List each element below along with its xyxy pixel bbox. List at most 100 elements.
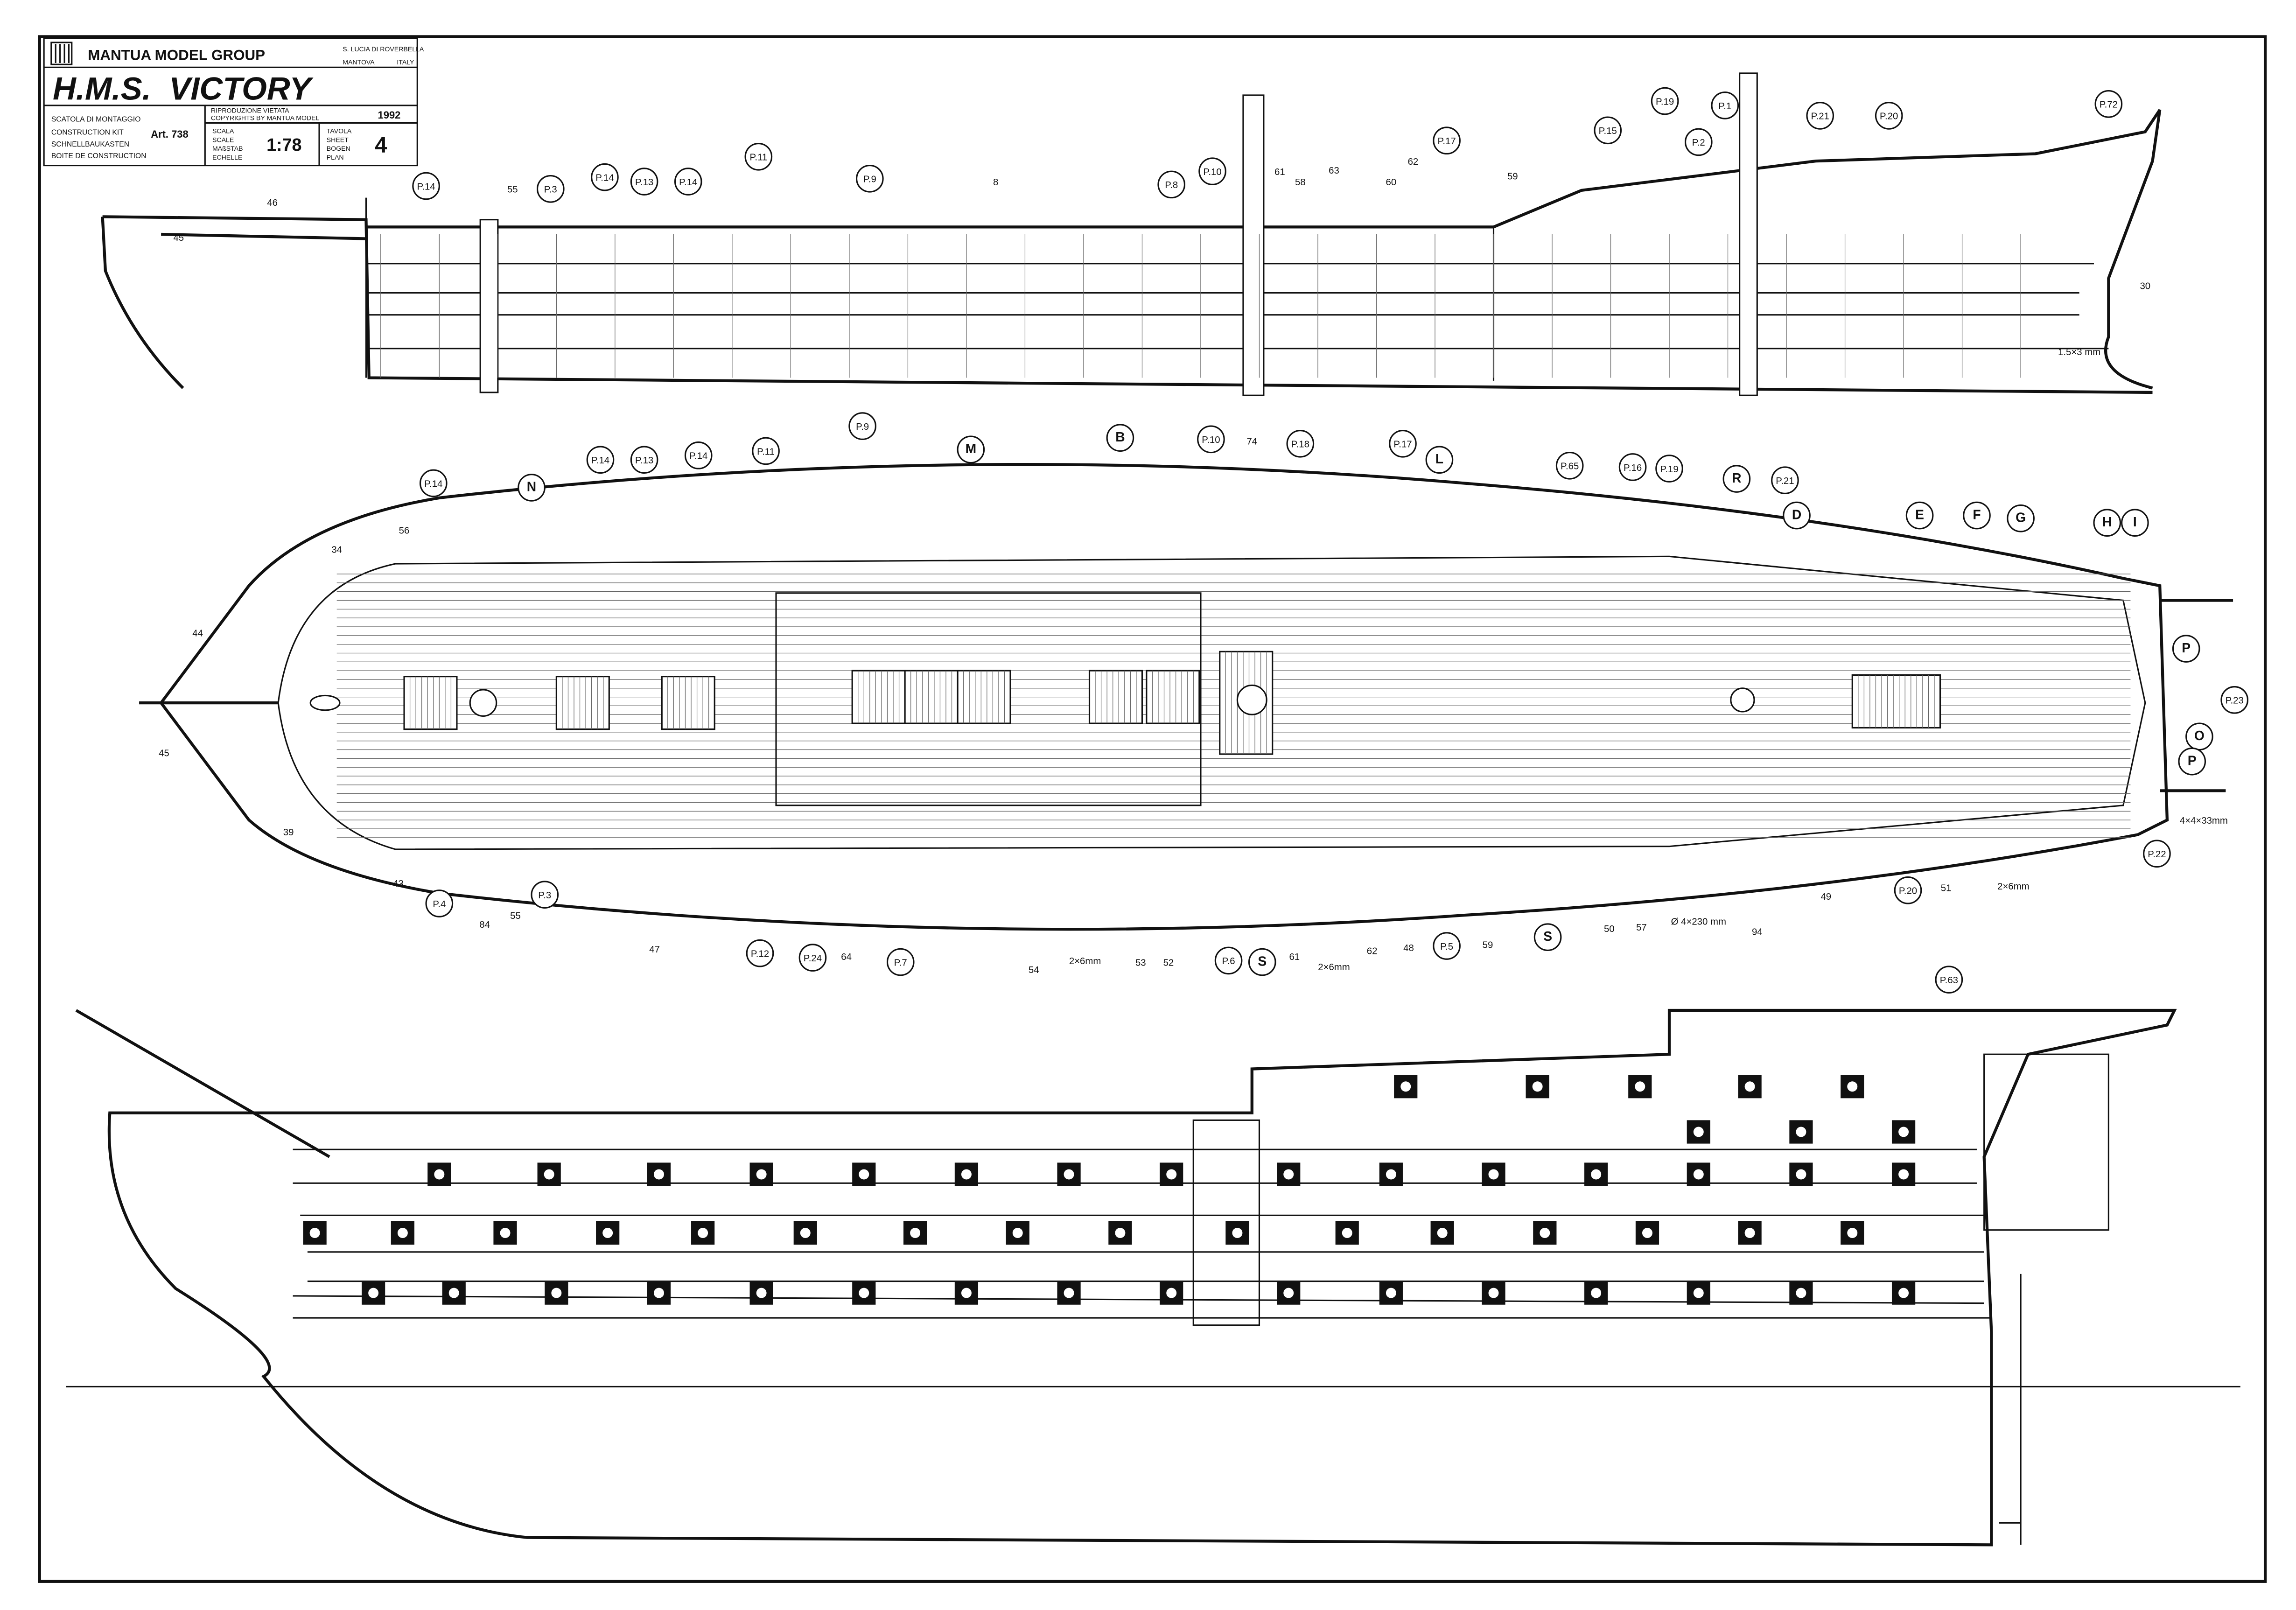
callout-circle	[684, 441, 713, 469]
callout-label: 59	[1507, 171, 1518, 182]
gunport	[427, 1162, 451, 1186]
callout-label: 52	[1163, 958, 1174, 968]
callout-label: P.21	[1776, 476, 1794, 486]
callout-circle	[1651, 87, 1679, 115]
plan-callout: 74	[1246, 436, 1257, 447]
callout-label: P.20	[1880, 112, 1898, 122]
plan-callout: 2×6mm	[1318, 962, 1350, 973]
gunport	[1533, 1221, 1557, 1245]
profile-callout: 8	[993, 177, 998, 188]
plan-callout: 64	[841, 952, 852, 962]
callout-label: I	[2133, 514, 2137, 529]
plan-callout: 43	[393, 879, 404, 889]
plan-callout: 62	[1367, 946, 1378, 956]
callout-label: 63	[1329, 166, 1339, 176]
gunport	[1379, 1162, 1403, 1186]
gunport	[1277, 1162, 1301, 1186]
gunport	[1430, 1221, 1454, 1245]
hatch-grating	[1851, 674, 1941, 729]
callout-label: P	[2188, 753, 2197, 768]
plan-callout: P.3	[531, 881, 559, 909]
profile-callout: 59	[1507, 171, 1518, 182]
plan-callout: S	[1533, 923, 1562, 951]
callout-label: P.16	[1624, 463, 1642, 473]
callout-circle	[1286, 429, 1315, 458]
callout-circle	[1433, 932, 1461, 960]
callout-label: 60	[1386, 177, 1397, 188]
plan-callout: P.65	[1555, 452, 1584, 480]
callout-circle	[2094, 90, 2123, 118]
plan-callout: P	[2172, 635, 2200, 663]
callout-circle	[591, 163, 619, 191]
profile-callout: P.14	[591, 163, 619, 191]
profile-callout: P.20	[1875, 102, 1903, 130]
callout-circle	[2143, 840, 2171, 868]
callout-label: 58	[1295, 177, 1306, 188]
plan-callout: O	[2185, 722, 2213, 751]
gunport	[691, 1221, 715, 1245]
callout-label: P.21	[1811, 112, 1829, 122]
gunport	[1789, 1281, 1813, 1305]
profile-callout: P.3	[536, 175, 565, 203]
callout-label: 43	[393, 879, 404, 889]
side-elevation-view	[66, 1008, 2240, 1547]
callout-label: P.9	[856, 422, 869, 432]
callout-label: P.7	[894, 958, 907, 968]
profile-callout: P.10	[1198, 157, 1226, 185]
plan-callout: 59	[1483, 940, 1493, 951]
callout-label: 2×6mm	[1997, 882, 2030, 892]
gunport	[1635, 1221, 1659, 1245]
callout-label: 59	[1483, 940, 1493, 951]
gunport	[1108, 1221, 1132, 1245]
gunport	[1584, 1281, 1608, 1305]
callout-label: 54	[1029, 965, 1039, 975]
callout-label: P.5	[1440, 942, 1453, 952]
hatch-grating	[555, 676, 610, 730]
plan-callout: P.17	[1389, 429, 1417, 458]
plan-callout: E	[1905, 501, 1934, 530]
callout-label: O	[2194, 728, 2205, 743]
plan-callout: 52	[1163, 958, 1174, 968]
foremast-partner	[469, 689, 497, 717]
callout-label: P.63	[1940, 975, 1958, 986]
plan-callout: P.7	[886, 948, 915, 976]
callout-label: P.14	[679, 177, 697, 188]
location-line-1: S. LUCIA DI ROVERBELLA	[343, 45, 424, 53]
callout-label: P	[2182, 640, 2191, 655]
callout-circle	[744, 142, 773, 171]
plan-callout: M	[957, 435, 985, 464]
kit-label-fr: BOITE DE CONSTRUCTION	[51, 152, 147, 160]
callout-circle	[1197, 425, 1225, 454]
callout-label: N	[527, 479, 536, 494]
gunport	[1160, 1281, 1183, 1305]
callout-label: P.10	[1203, 167, 1221, 177]
gunport	[1687, 1162, 1710, 1186]
callout-label: P.11	[757, 447, 775, 457]
callout-label: P.19	[1656, 97, 1674, 107]
profile-section-view	[101, 72, 2162, 396]
gunport	[903, 1221, 927, 1245]
plan-callout: P.21	[1771, 466, 1799, 495]
callout-label: P.4	[433, 899, 446, 910]
callout-circle	[412, 172, 440, 200]
callout-label: 55	[507, 185, 518, 195]
callout-label: 56	[399, 526, 410, 536]
plan-callout: 48	[1403, 943, 1414, 953]
plan-callout: P.14	[419, 469, 448, 497]
callout-circle	[957, 435, 985, 464]
callout-circle	[1684, 128, 1713, 156]
gunport	[442, 1281, 466, 1305]
elevation-callout: P.63	[1935, 966, 1963, 994]
callout-circle	[1894, 876, 1922, 904]
location-country: ITALY	[397, 58, 414, 66]
callout-label: P.20	[1899, 886, 1917, 896]
hatch-grating	[1146, 670, 1200, 724]
callout-label: S	[1543, 929, 1552, 944]
callout-label: P.14	[689, 451, 707, 462]
gunport	[1841, 1221, 1864, 1245]
sheet-label-it: TAVOLA	[327, 127, 352, 135]
callout-label: 57	[1636, 923, 1647, 933]
profile-callout: 46	[267, 198, 278, 208]
callout-label: E	[1915, 507, 1924, 522]
